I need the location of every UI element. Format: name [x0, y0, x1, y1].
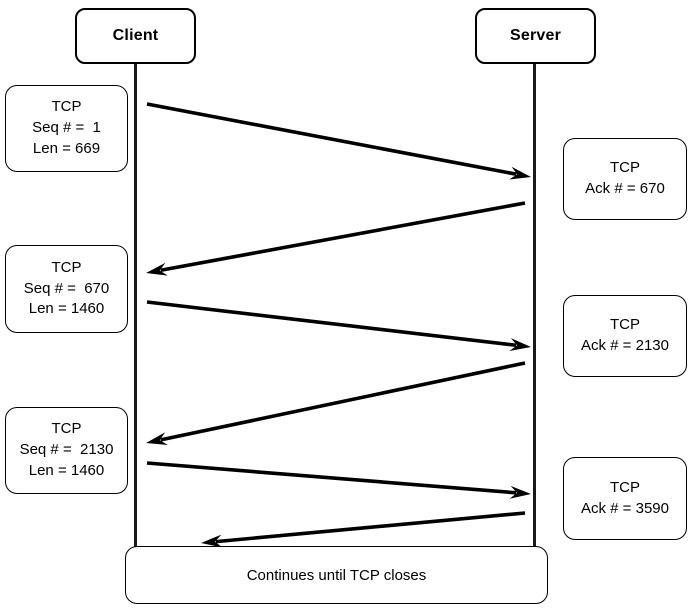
server-note-3-line-2: Ack # = 3590 [581, 499, 669, 517]
server-note-1-line-1: TCP [610, 159, 640, 177]
client-note-2-line-3: Len = 1460 [28, 300, 105, 318]
client-note-2-line-1: TCP [51, 258, 82, 276]
server-actor-box[interactable]: Server [475, 8, 596, 64]
client-lifeline [134, 64, 137, 552]
client-actor-label: Client [112, 27, 159, 44]
message-data-3 [146, 461, 531, 499]
server-actor-label: Server [509, 27, 562, 44]
client-actor-box[interactable]: Client [75, 8, 196, 64]
server-lifeline [533, 64, 536, 552]
server-note-2-line-2: Ack # = 2130 [581, 337, 669, 354]
continues-banner: Continues until TCP closes [125, 546, 548, 604]
message-ack-2 [146, 361, 526, 446]
client-note-1[interactable]: TCP Seq # = 1 Len = 669 [5, 85, 128, 172]
server-note-2-line-1: TCP [610, 316, 640, 334]
server-note-2[interactable]: TCP Ack # = 2130 [563, 295, 687, 377]
continues-banner-label: Continues until TCP closes [246, 566, 427, 584]
message-data-2 [146, 300, 531, 352]
server-note-1[interactable]: TCP Ack # = 670 [563, 138, 687, 220]
server-note-3[interactable]: TCP Ack # = 3590 [563, 457, 687, 540]
client-note-1-line-2: Seq # = 1 [32, 119, 101, 137]
client-note-3-line-2: Seq # = 2130 [19, 441, 114, 459]
client-note-1-line-1: TCP [51, 98, 82, 116]
server-note-3-line-1: TCP [610, 478, 640, 496]
client-note-3-line-3: Len = 1460 [28, 461, 105, 479]
message-ack-1 [146, 201, 526, 276]
message-data-1 [146, 102, 531, 180]
client-note-2-line-2: Seq # = 670 [23, 279, 110, 297]
message-ack-3 [201, 511, 526, 548]
client-note-3-line-1: TCP [51, 420, 82, 438]
client-note-1-line-3: Len = 669 [32, 139, 101, 157]
server-note-1-line-2: Ack # = 670 [585, 180, 665, 197]
